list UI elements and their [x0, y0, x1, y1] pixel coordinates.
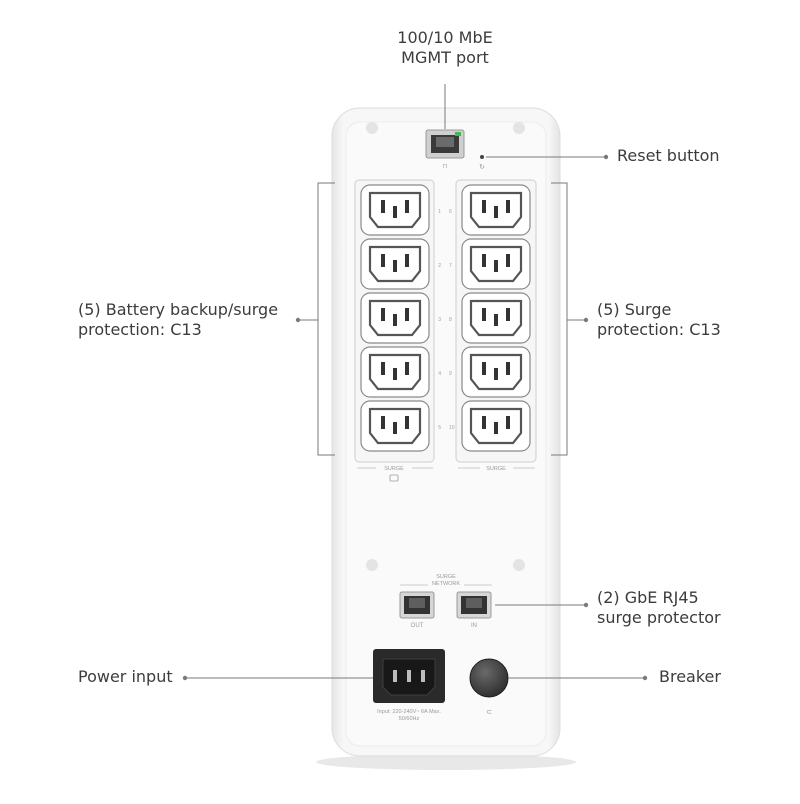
outlet-number: 7 — [449, 263, 452, 269]
battery-outlet-1[interactable] — [360, 184, 430, 236]
outlet-slot — [494, 206, 498, 218]
outlet-slot — [494, 260, 498, 272]
input-spec-line-2: 50/60Hz — [399, 716, 420, 722]
mgmt-port[interactable] — [425, 129, 465, 159]
rj45-in-port[interactable] — [456, 591, 492, 619]
outlet-number: 2 — [438, 263, 441, 269]
callout-rj45-line-2: surge protector — [597, 608, 721, 627]
right-group-label: SURGE — [486, 466, 506, 472]
callout-reset: Reset button — [617, 146, 720, 166]
mgmt-port-symbol: ⊓ — [443, 164, 448, 170]
outlet-slot — [494, 422, 498, 434]
breaker-button[interactable] — [469, 658, 509, 698]
outlet-slot — [405, 308, 409, 321]
outlet-slot — [506, 362, 510, 375]
outlet-number: 1 — [438, 209, 441, 215]
outlet-number: 4 — [438, 371, 441, 377]
input-spec-line-1: Input: 220-240V~ 6A Max. — [377, 709, 441, 715]
outlet-slot — [405, 200, 409, 213]
mount-holes — [366, 122, 525, 571]
callout-battery-line-1: (5) Battery backup/surge — [78, 300, 279, 319]
outlet-slot — [405, 362, 409, 375]
callout-mgmt-line-1: 100/10 MbE — [397, 28, 493, 47]
surge-outlet-10[interactable] — [461, 400, 531, 452]
battery-outlet-4[interactable] — [360, 346, 430, 398]
callout-reset-line-1: Reset button — [617, 146, 720, 165]
power-inlet[interactable] — [373, 649, 445, 703]
outlet-slot — [393, 422, 397, 434]
outlet-number: 10 — [449, 425, 455, 431]
callout-surge-line-2: protection: C13 — [597, 320, 721, 339]
outlet-numbers: 1 6 2 7 3 8 4 9 5 10 — [438, 209, 455, 431]
outlet-slot — [393, 314, 397, 326]
outlet-slot — [482, 416, 486, 429]
outlet-slot — [381, 200, 385, 213]
outlet-number: 8 — [449, 317, 452, 323]
outlet-slot — [506, 254, 510, 267]
leader-dots — [182, 154, 648, 681]
outlet-slot — [393, 368, 397, 380]
callout-surge-outlets: (5) Surge protection: C13 — [597, 300, 721, 340]
rj45-in-label: IN — [471, 623, 477, 629]
callout-power-input: Power input — [78, 667, 173, 687]
callout-power-line-1: Power input — [78, 667, 173, 686]
outlet-slot — [506, 416, 510, 429]
outlet-slot — [482, 200, 486, 213]
outlet-number: 9 — [449, 371, 452, 377]
rj45-out-label: OUT — [411, 623, 424, 629]
battery-outlet-2[interactable] — [360, 238, 430, 290]
outlet-slot — [381, 308, 385, 321]
reset-button[interactable] — [480, 155, 484, 159]
surge-outlet-6[interactable] — [461, 184, 531, 236]
battery-icon — [389, 474, 399, 482]
outlet-number: 5 — [438, 425, 441, 431]
network-title-2: NETWORK — [432, 581, 460, 587]
outlet-slot — [405, 416, 409, 429]
outlet-slot — [381, 362, 385, 375]
outlet-slot — [393, 206, 397, 218]
breaker-icon: ⊂ — [486, 709, 492, 716]
outlet-slot — [482, 362, 486, 375]
callout-surge-line-1: (5) Surge — [597, 300, 672, 319]
surge-outlet-8[interactable] — [461, 292, 531, 344]
rj45-out-port[interactable] — [399, 591, 435, 619]
surge-outlet-7[interactable] — [461, 238, 531, 290]
outlet-slot — [506, 200, 510, 213]
callout-rj45: (2) GbE RJ45 surge protector — [597, 588, 721, 628]
right-outlets — [461, 184, 531, 452]
callout-breaker-line-1: Breaker — [659, 667, 721, 686]
callout-mgmt-line-2: MGMT port — [401, 48, 489, 67]
battery-outlet-3[interactable] — [360, 292, 430, 344]
device-shadow — [316, 754, 576, 770]
leader-lines — [185, 84, 645, 679]
outlet-slot — [494, 368, 498, 380]
outlet-slot — [482, 254, 486, 267]
outlet-slot — [381, 254, 385, 267]
battery-outlet-5[interactable] — [360, 400, 430, 452]
outlet-number: 6 — [449, 209, 452, 215]
outlet-slot — [494, 314, 498, 326]
left-group-label: SURGE — [384, 466, 404, 472]
outlet-slot — [381, 416, 385, 429]
mgmt-port-led — [455, 132, 461, 136]
outlet-number: 3 — [438, 317, 441, 323]
callout-battery-outlets: (5) Battery backup/surge protection: C13 — [78, 300, 278, 340]
outlet-slot — [482, 308, 486, 321]
callout-breaker: Breaker — [659, 667, 721, 687]
reset-icon: ↻ — [479, 164, 485, 171]
network-title-1: SURGE — [436, 574, 456, 580]
surge-outlet-9[interactable] — [461, 346, 531, 398]
callout-battery-line-2: protection: C13 — [78, 320, 202, 339]
outlet-slot — [393, 260, 397, 272]
left-outlets — [360, 184, 430, 452]
callout-mgmt-port: 100/10 MbE MGMT port — [370, 28, 520, 68]
outlet-slot — [506, 308, 510, 321]
callout-rj45-line-1: (2) GbE RJ45 — [597, 588, 699, 607]
outlet-slot — [405, 254, 409, 267]
